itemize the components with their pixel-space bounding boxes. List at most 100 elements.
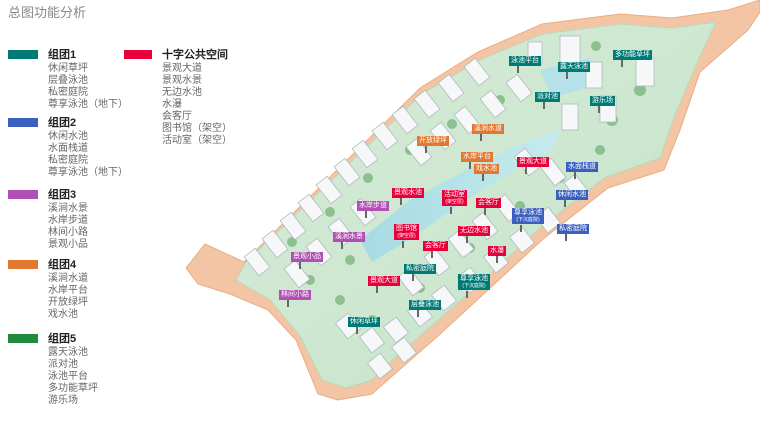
legend-item: 露天泳池 <box>48 347 88 358</box>
map-label: 无边水池 <box>458 226 490 236</box>
map-label: 林间小路 <box>279 290 311 300</box>
map-label-pin <box>425 146 427 153</box>
map-label-text: 休闲水池 <box>558 191 586 198</box>
legend-item: 层叠泳池 <box>48 75 88 86</box>
map-label-pin <box>466 291 468 298</box>
map-label-text: 无边水池 <box>460 227 488 234</box>
map-label-text: 活动室 <box>444 191 465 198</box>
map-label: 层叠泳池 <box>409 300 441 310</box>
map-label-pin <box>450 207 452 214</box>
map-label-subtext: (架空层) <box>445 199 464 205</box>
map-label-text: 水瀑 <box>490 247 504 254</box>
legend-swatch <box>8 189 38 199</box>
map-label-text: 戏水池 <box>476 165 497 172</box>
map-label-text: 泳池平台 <box>511 57 539 64</box>
map-label-pin <box>496 256 498 263</box>
map-label-text: 图书馆 <box>396 225 417 232</box>
legend-item: 休闲水池 <box>48 131 88 142</box>
legend-group-2: 组团2 休闲水池 水面栈道 私密庭院 尊享泳池（地下） <box>8 114 128 179</box>
legend-item: 水面栈道 <box>48 143 88 154</box>
map-label-pin <box>417 310 419 317</box>
map-label-pin <box>356 327 358 334</box>
map-label: 溪涧水景 <box>333 232 365 242</box>
legend-name: 组团5 <box>48 333 77 345</box>
legend-item: 景观小品 <box>48 239 88 250</box>
map-label-pin <box>574 172 576 179</box>
legend-group-5: 组团5 露天泳池 派对池 泳池平台 多功能草坪 游乐场 <box>8 330 98 407</box>
map-label-text: 游乐场 <box>592 97 613 104</box>
legend-item: 溪涧水道 <box>48 273 88 284</box>
map-label-pin <box>287 300 289 307</box>
map-label-pin <box>520 225 522 232</box>
legend-item: 会客厅 <box>162 111 192 122</box>
map-label-text: 景观水池 <box>394 189 422 196</box>
map-label-subtext: (架空层) <box>397 233 416 239</box>
legend-name: 十字公共空间 <box>162 49 228 61</box>
legend-item: 派对池 <box>48 359 78 370</box>
map-label-text: 会客厅 <box>478 199 499 206</box>
legend-item: 游乐场 <box>48 395 78 406</box>
legend-swatch <box>8 117 38 127</box>
legend-item: 戏水池 <box>48 309 78 320</box>
legend-item: 水岸平台 <box>48 285 88 296</box>
legend-item: 水岸步道 <box>48 215 88 226</box>
map-label: 露天泳池 <box>558 62 590 72</box>
legend-item: 景观水景 <box>162 75 202 86</box>
map-label: 尊享泳池(下沉庭院) <box>458 274 490 290</box>
legend-item: 林间小路 <box>48 227 88 238</box>
map-label: 景观小品 <box>291 252 323 262</box>
legend-swatch <box>124 49 152 59</box>
map-label-pin <box>400 198 402 205</box>
map-label-pin <box>299 262 301 269</box>
map-label: 戏水池 <box>474 164 499 174</box>
map-label-pin <box>598 106 600 113</box>
legend-item: 无边水池 <box>162 87 202 98</box>
map-label: 景观水池 <box>392 188 424 198</box>
map-label: 开放绿坪 <box>417 136 449 146</box>
map-label-pin <box>480 134 482 141</box>
legend-item: 水瀑 <box>162 99 182 110</box>
legend-name: 组团3 <box>48 189 77 201</box>
map-label-text: 景观大道 <box>519 158 547 165</box>
map-label-text: 水面栈道 <box>568 163 596 170</box>
legend-item: 私密庭院 <box>48 87 88 98</box>
map-label-pin <box>365 211 367 218</box>
legend-item: 开放绿坪 <box>48 297 88 308</box>
map-label-text: 开放绿坪 <box>419 137 447 144</box>
map-label-pin <box>412 274 414 281</box>
map-label-text: 溪涧水道 <box>474 125 502 132</box>
legend-item: 景观大道 <box>162 63 202 74</box>
legend-item: 尊享泳池（地下） <box>48 167 128 178</box>
map-label: 水岸平台 <box>461 152 493 162</box>
map-label: 图书馆(架空层) <box>394 224 419 240</box>
legend-name: 组团2 <box>48 117 77 129</box>
map-label-text: 会客厅 <box>425 242 446 249</box>
legend-group-1: 组团1 休闲草坪 层叠泳池 私密庭院 尊享泳池（地下） <box>8 46 128 111</box>
map-label-text: 景观小品 <box>293 253 321 260</box>
map-label-pin <box>621 60 623 67</box>
map-label: 水面栈道 <box>566 162 598 172</box>
map-label: 景观大道 <box>517 157 549 167</box>
map-label-subtext: (下沉庭院) <box>462 283 486 289</box>
page-title: 总图功能分析 <box>8 5 87 20</box>
map-label: 游乐场 <box>590 96 615 106</box>
map-label: 泳池平台 <box>509 56 541 66</box>
map-label-text: 水岸步道 <box>359 202 387 209</box>
map-label-pin <box>376 286 378 293</box>
map-label-text: 私密庭院 <box>559 225 587 232</box>
legend-name: 组团1 <box>48 49 77 61</box>
map-label-pin <box>564 200 566 207</box>
map-label-pin <box>402 241 404 248</box>
map-label-text: 露天泳池 <box>560 63 588 70</box>
legend-item: 溪涧水景 <box>48 203 88 214</box>
legend-swatch <box>8 49 38 59</box>
legend-swatch <box>8 259 38 269</box>
map-label-pin <box>565 234 567 241</box>
map-label-pin <box>543 102 545 109</box>
map-label: 尊享泳池(下沉庭院) <box>512 208 544 224</box>
map-label-text: 景观大道 <box>370 277 398 284</box>
map-label-pin <box>341 242 343 249</box>
legend-swatch <box>8 333 38 343</box>
map-label-pin <box>431 251 433 258</box>
map-label-text: 私密庭院 <box>406 265 434 272</box>
